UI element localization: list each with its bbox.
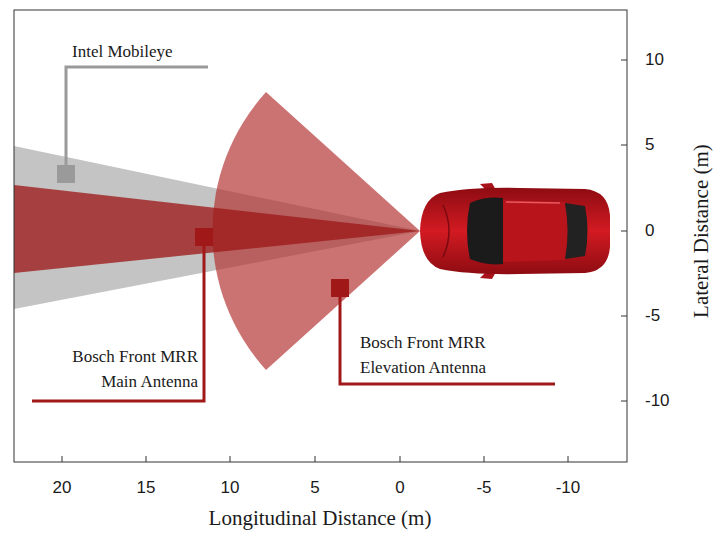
- main-antenna-field: [14, 185, 420, 273]
- roof: [503, 200, 568, 262]
- callouts: [32, 67, 555, 401]
- callout-label: Bosch Front MRR Main Antenna: [48, 345, 198, 394]
- axes: [14, 10, 627, 462]
- tick-label: 20: [53, 478, 72, 498]
- callout-label: Intel Mobileye: [72, 42, 173, 62]
- car-body: [420, 188, 610, 274]
- axis-title: Lateral Distance (m): [689, 144, 713, 318]
- axis-title: Longitudinal Distance (m): [209, 506, 432, 530]
- leader-line: [340, 288, 555, 384]
- tick-label: -5: [645, 306, 660, 326]
- tick-label: -10: [556, 478, 581, 498]
- tick-label: 0: [645, 221, 654, 241]
- tick-label: 15: [137, 478, 156, 498]
- leader-line: [32, 237, 204, 401]
- leader-line: [66, 67, 208, 174]
- hood-line: [443, 205, 449, 257]
- sensor-fields: [14, 92, 420, 370]
- y-ticks: [621, 60, 627, 401]
- tick-label: 10: [645, 50, 664, 70]
- tick-label: 0: [395, 478, 404, 498]
- tick-label: 5: [310, 478, 319, 498]
- rear-window: [565, 203, 588, 259]
- callout-marker: [57, 165, 75, 183]
- tick-label: -10: [645, 391, 670, 411]
- tick-label: 10: [221, 478, 240, 498]
- x-ticks: [62, 456, 568, 462]
- car-illustration: [420, 183, 610, 279]
- tick-label: -5: [476, 478, 491, 498]
- roof-highlight: [506, 202, 560, 203]
- windshield: [467, 198, 503, 265]
- callout-marker: [195, 228, 213, 246]
- tick-label: 5: [645, 135, 654, 155]
- callout-marker: [331, 279, 349, 297]
- plot-frame: [14, 10, 627, 462]
- callout-label: Bosch Front MRR Elevation Antenna: [360, 331, 530, 380]
